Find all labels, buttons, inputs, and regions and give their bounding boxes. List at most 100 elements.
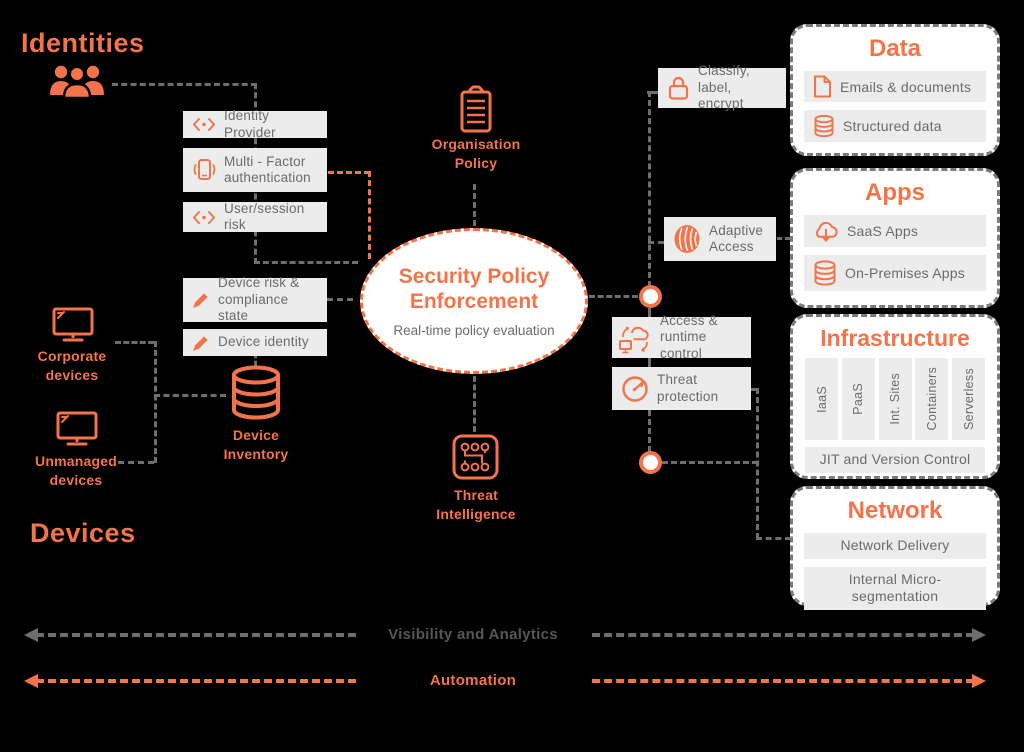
network-delivery-row: Network Delivery	[804, 533, 986, 559]
automation-arrowhead-left	[24, 674, 38, 688]
node1-to-access-connector	[648, 308, 651, 318]
paas-label: PaaS	[851, 383, 866, 415]
center-subtitle: Real-time policy evaluation	[393, 323, 555, 339]
micro-segmentation-row: Internal Micro-segmentation	[804, 566, 986, 610]
visibility-arrowhead-right	[972, 628, 986, 642]
visibility-line-left	[36, 633, 356, 637]
classify-label: Classify, label, encrypt	[698, 63, 750, 112]
apps-panel: Apps SaaS Apps On-Premises Apps	[790, 168, 1000, 308]
emails-documents-label: Emails & documents	[840, 78, 972, 95]
mfa-box: Multi - Factor authentication	[183, 148, 327, 192]
data-panel: Data Emails & documents Structured data	[790, 24, 1000, 156]
connector-node-bottom	[639, 451, 662, 474]
jit-version-control-row: JIT and Version Control	[805, 447, 985, 473]
network-panel-title: Network	[847, 497, 943, 524]
on-premises-apps-label: On-Premises Apps	[845, 265, 965, 281]
classify-stub-connector	[647, 91, 658, 94]
infrastructure-panel-title: Infrastructure	[820, 325, 970, 351]
device-inventory-label: Device Inventory	[223, 427, 289, 462]
to-network-connector	[756, 537, 791, 540]
pencil-icon	[193, 335, 208, 351]
visibility-line-right	[592, 633, 974, 637]
node2-to-right-connector	[662, 461, 758, 464]
right-drop-connector	[756, 388, 759, 539]
cloud-sync-icon	[619, 326, 649, 353]
adaptive-stub-left-connector	[648, 241, 664, 244]
infrastructure-columns: IaaS PaaS Int. Sites Containers Serverle…	[805, 358, 985, 440]
identities-connector	[112, 83, 257, 86]
mfa-connector-vertical	[368, 171, 371, 259]
containers-label: Containers	[924, 367, 939, 431]
serverless-label: Serverless	[961, 367, 976, 431]
identity-provider-box: Identity Provider	[183, 108, 327, 140]
classify-box: Classify, label, encrypt	[658, 63, 786, 111]
actions-column-connector	[648, 91, 651, 287]
threat-intelligence-circuit-icon	[452, 434, 499, 480]
mfa-connector-horizontal	[328, 171, 370, 174]
emails-documents-row: Emails & documents	[804, 71, 986, 102]
paas-column: PaaS	[841, 358, 875, 440]
devices-column-connector	[154, 341, 157, 463]
mfa-label: Multi - Factor authentication	[224, 153, 311, 185]
code-brackets-icon	[193, 210, 215, 224]
device-identity-label: Device identity	[218, 334, 309, 350]
corporate-monitor-icon	[52, 307, 94, 342]
on-premises-apps-row: On-Premises Apps	[804, 255, 986, 291]
mobile-auth-icon	[193, 159, 216, 180]
identities-heading: Identities	[21, 28, 145, 58]
pencil-icon	[193, 293, 208, 308]
center-title: Security Policy Enforcement	[398, 264, 550, 313]
identity-to-inventory-connector	[254, 353, 257, 366]
adaptive-access-box: Adaptive Access	[664, 217, 776, 261]
apps-panel-title: Apps	[865, 179, 925, 206]
threat-gauge-icon	[622, 375, 648, 402]
identity-provider-label: Identity Provider	[224, 108, 276, 140]
inventory-connector	[154, 394, 226, 397]
unmanaged-devices-label: Unmanaged devices	[35, 453, 117, 488]
identity-to-center-connector	[254, 261, 358, 264]
policy-to-center-connector	[473, 184, 476, 226]
saas-apps-label: SaaS Apps	[847, 223, 919, 239]
device-risk-label: Device risk & compliance state	[218, 275, 300, 324]
device-identity-box: Device identity	[183, 329, 327, 356]
document-icon	[814, 75, 831, 98]
visibility-analytics-label: Visibility and Analytics	[388, 626, 558, 643]
automation-label: Automation	[429, 672, 517, 689]
cloud-download-icon	[815, 221, 838, 243]
center-to-node1-connector	[589, 295, 638, 298]
threat-protection-stub-connector	[750, 388, 759, 391]
devices-heading: Devices	[30, 518, 136, 548]
saas-apps-row: SaaS Apps	[804, 215, 986, 247]
database-icon	[814, 260, 836, 286]
threat-intelligence-label: Threat Intelligence	[436, 487, 516, 522]
data-panel-title: Data	[868, 35, 922, 62]
infrastructure-panel: Infrastructure IaaS PaaS Int. Sites Cont…	[790, 314, 1000, 479]
device-risk-to-center-connector	[327, 298, 353, 301]
organisation-policy-label: Organisation Policy	[431, 136, 521, 171]
device-inventory-database-icon	[232, 365, 280, 420]
threat-protection-label: Threat protection	[657, 372, 719, 404]
access-runtime-box: Access & runtime control	[612, 313, 751, 361]
adaptive-access-label: Adaptive Access	[709, 222, 764, 254]
int-sites-column: Int. Sites	[878, 358, 912, 440]
users-icon	[50, 65, 104, 100]
database-icon	[814, 114, 834, 138]
adaptive-stub-right-connector	[777, 237, 790, 240]
network-panel: Network Network Delivery Internal Micro-…	[790, 486, 1000, 610]
unmanaged-monitor-icon	[56, 411, 98, 446]
iaas-label: IaaS	[814, 385, 829, 413]
access-to-threat-connector	[648, 358, 651, 368]
device-risk-box: Device risk & compliance state	[183, 275, 327, 324]
code-brackets-icon	[193, 118, 215, 131]
visibility-arrowhead-left	[24, 628, 38, 642]
structured-data-label: Structured data	[843, 118, 942, 134]
threat-protection-box: Threat protection	[612, 367, 751, 410]
serverless-column: Serverless	[952, 358, 985, 440]
automation-arrowhead-right	[972, 674, 986, 688]
automation-line-left	[36, 679, 356, 683]
adaptive-access-icon	[674, 225, 700, 253]
connector-node-top	[639, 285, 662, 308]
threat-to-node2-connector	[648, 410, 651, 452]
corporate-connector	[115, 341, 154, 344]
